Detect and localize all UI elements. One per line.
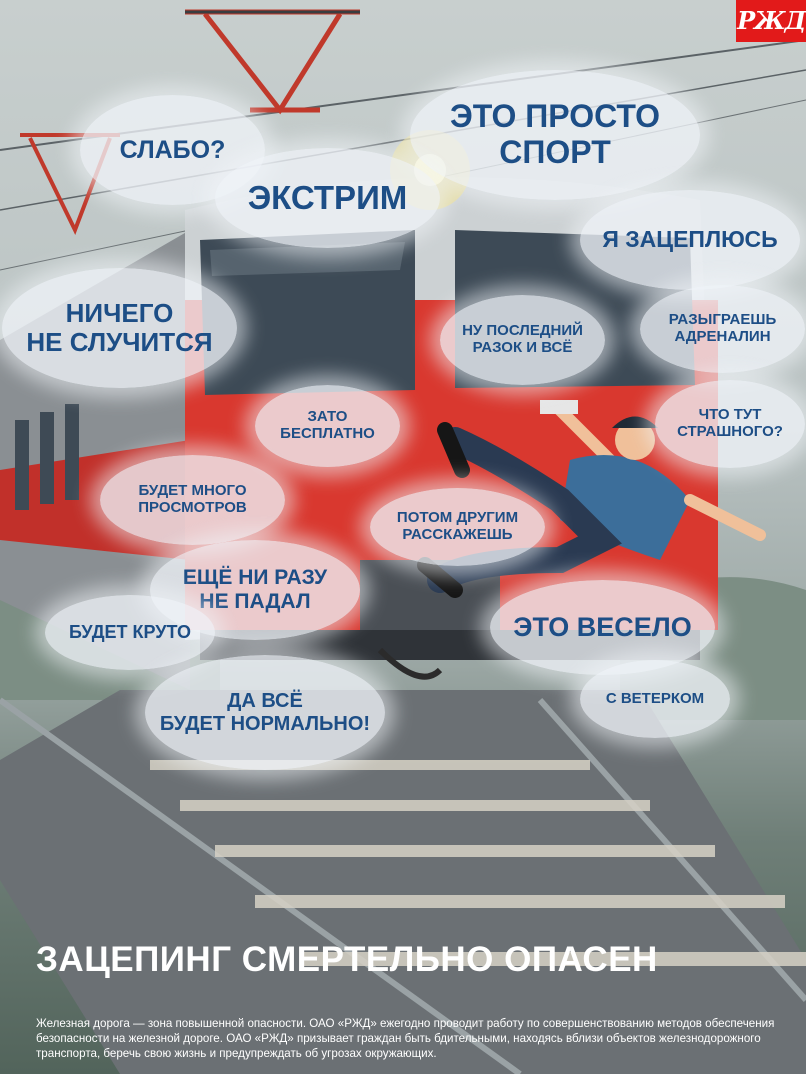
footnote: Железная дорога — зона повышенной опасно… xyxy=(36,1017,775,1061)
bubble-razygraesh-line2: АДРЕНАЛИН xyxy=(674,328,771,345)
bubble-eto-prosto-sport-line2: СПОРТ xyxy=(499,134,611,170)
bubble-s-veterkom: С ВЕТЕРКОМ xyxy=(580,660,730,738)
bubble-ya-zatseplyus: Я ЗАЦЕПЛЮСЬ xyxy=(580,190,800,290)
bubble-s-veterkom-line1: С ВЕТЕРКОМ xyxy=(605,689,705,707)
bubble-budet-kruto: БУДЕТ КРУТО xyxy=(45,595,215,670)
bubble-chto-tut: ЧТО ТУТ СТРАШНОГО? xyxy=(655,380,805,468)
bubble-budet-mnogo: БУДЕТ МНОГО ПРОСМОТРОВ xyxy=(100,455,285,545)
bubble-eto-veselo-line1: ЭТО ВЕСЕЛО xyxy=(513,612,692,643)
bubble-razygraesh-line1: РАЗЫГРАЕШЬ xyxy=(668,311,777,329)
bubble-eshche-ni-razu-text: ЕЩЁ НИ РАЗУ НЕ ПАДАЛ xyxy=(183,566,327,613)
bubble-nu-posledniy-text: НУ ПОСЛЕДНИЙ РАЗОК И ВСЁ xyxy=(462,322,583,357)
bubble-zato-besplatno-line2: БЕСПЛАТНО xyxy=(280,425,375,442)
bubble-zato-besplatno: ЗАТО БЕСПЛАТНО xyxy=(255,385,400,467)
bubble-da-vse-text: ДА ВСЁ БУДЕТ НОРМАЛЬНО! xyxy=(160,690,370,735)
bubble-budet-mnogo-text: БУДЕТ МНОГО ПРОСМОТРОВ xyxy=(138,482,247,517)
bubble-da-vse-line2: БУДЕТ НОРМАЛЬНО! xyxy=(159,712,371,735)
rzd-logo-text: РЖД xyxy=(737,6,806,35)
bubble-eshche-ni-razu-line2: НЕ ПАДАЛ xyxy=(199,590,311,613)
bubble-razygraesh-text: РАЗЫГРАЕШЬ АДРЕНАЛИН xyxy=(668,311,777,346)
bubble-potom-drugim-line2: РАССКАЖЕШЬ xyxy=(402,526,513,543)
bubble-budet-mnogo-line1: БУДЕТ МНОГО xyxy=(138,482,247,500)
bubble-nichego-line2: НЕ СЛУЧИТСЯ xyxy=(26,327,213,357)
bubble-budet-kruto-line1: БУДЕТ КРУТО xyxy=(68,622,192,643)
bubble-eshche-ni-razu-line1: ЕЩЁ НИ РАЗУ xyxy=(182,566,328,590)
bubble-zato-besplatno-line1: ЗАТО xyxy=(307,408,348,426)
bubble-eto-prosto-sport-line1: ЭТО ПРОСТО xyxy=(449,98,661,135)
bubble-slabo-line1: СЛАБО? xyxy=(119,136,226,164)
bubble-eto-veselo: ЭТО ВЕСЕЛО xyxy=(490,580,715,675)
bubble-chto-tut-line1: ЧТО ТУТ xyxy=(698,406,762,424)
bubble-chto-tut-line2: СТРАШНОГО? xyxy=(677,423,783,440)
bubble-eto-prosto-sport: ЭТО ПРОСТО СПОРТ xyxy=(410,70,700,200)
bubble-potom-drugim-text: ПОТОМ ДРУГИМ РАССКАЖЕШЬ xyxy=(396,509,519,544)
bubble-potom-drugim-line1: ПОТОМ ДРУГИМ xyxy=(396,509,519,527)
bubble-razygraesh: РАЗЫГРАЕШЬ АДРЕНАЛИН xyxy=(640,285,805,373)
bubble-zato-besplatno-text: ЗАТО БЕСПЛАТНО xyxy=(280,408,375,443)
bubble-nu-posledniy-line1: НУ ПОСЛЕДНИЙ xyxy=(462,322,583,340)
bubble-chto-tut-text: ЧТО ТУТ СТРАШНОГО? xyxy=(677,406,783,441)
rzd-logo: РЖД xyxy=(736,0,806,42)
bubble-potom-drugim: ПОТОМ ДРУГИМ РАССКАЖЕШЬ xyxy=(370,488,545,566)
bubble-nichego-text: НИЧЕГО НЕ СЛУЧИТСЯ xyxy=(26,297,213,357)
bubble-ekstrim: ЭКСТРИМ xyxy=(215,148,440,248)
bubble-nu-posledniy-line2: РАЗОК И ВСЁ xyxy=(472,339,573,356)
headline: ЗАЦЕПИНГ СМЕРТЕЛЬНО ОПАСЕН xyxy=(36,940,658,979)
bubble-nichego: НИЧЕГО НЕ СЛУЧИТСЯ xyxy=(2,268,237,388)
bubble-eto-prosto-sport-text: ЭТО ПРОСТО СПОРТ xyxy=(449,98,661,171)
bubble-nu-posledniy: НУ ПОСЛЕДНИЙ РАЗОК И ВСЁ xyxy=(440,295,605,385)
bubble-ya-zatseplyus-line1: Я ЗАЦЕПЛЮСЬ xyxy=(602,226,778,253)
bubble-da-vse: ДА ВСЁ БУДЕТ НОРМАЛЬНО! xyxy=(145,655,385,770)
bubble-ekstrim-line1: ЭКСТРИМ xyxy=(247,178,408,216)
bubble-nichego-line1: НИЧЕГО xyxy=(65,297,174,328)
bubble-da-vse-line1: ДА ВСЁ xyxy=(227,690,303,713)
bubble-budet-mnogo-line2: ПРОСМОТРОВ xyxy=(138,499,247,516)
